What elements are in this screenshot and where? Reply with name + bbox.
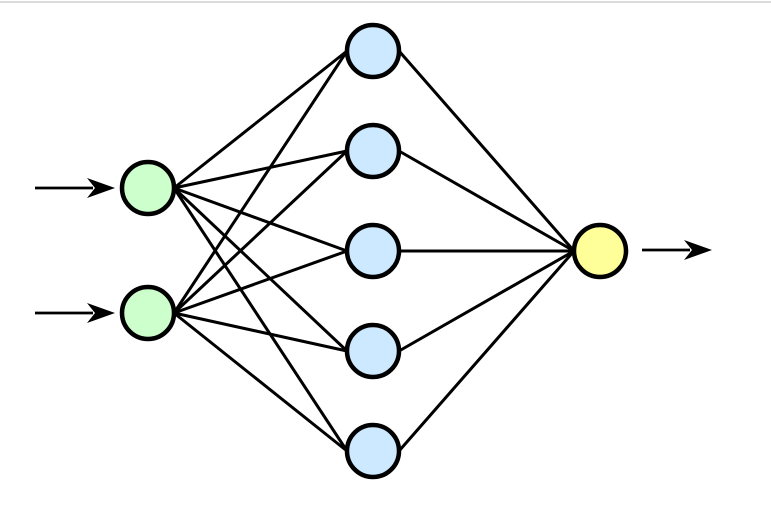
input-node: [119, 159, 177, 217]
edge-line: [172, 149, 349, 315]
input-arrow-1-head: [87, 178, 115, 198]
edge-line: [397, 50, 576, 252]
edge-line: [173, 149, 348, 190]
edge-line: [173, 249, 348, 315]
edge-line: [398, 249, 575, 353]
edge-line: [173, 311, 348, 353]
input-node: [119, 284, 177, 342]
edge-line: [172, 186, 349, 353]
hidden-node: [344, 222, 402, 280]
hidden-node: [344, 422, 402, 480]
top-border-line: [0, 1, 771, 3]
output-node: [571, 222, 629, 280]
edge-line: [173, 186, 348, 253]
output-arrow-head: [684, 240, 712, 260]
hidden-node: [344, 22, 402, 80]
hidden-node: [344, 122, 402, 180]
edge-line: [397, 250, 576, 452]
edge-line: [398, 149, 575, 253]
input-arrow-2-head: [87, 303, 115, 323]
edge-line: [173, 311, 348, 453]
edge-line: [172, 50, 349, 314]
edge-line: [172, 187, 349, 452]
hidden-node: [344, 322, 402, 380]
edge-line: [173, 49, 348, 190]
